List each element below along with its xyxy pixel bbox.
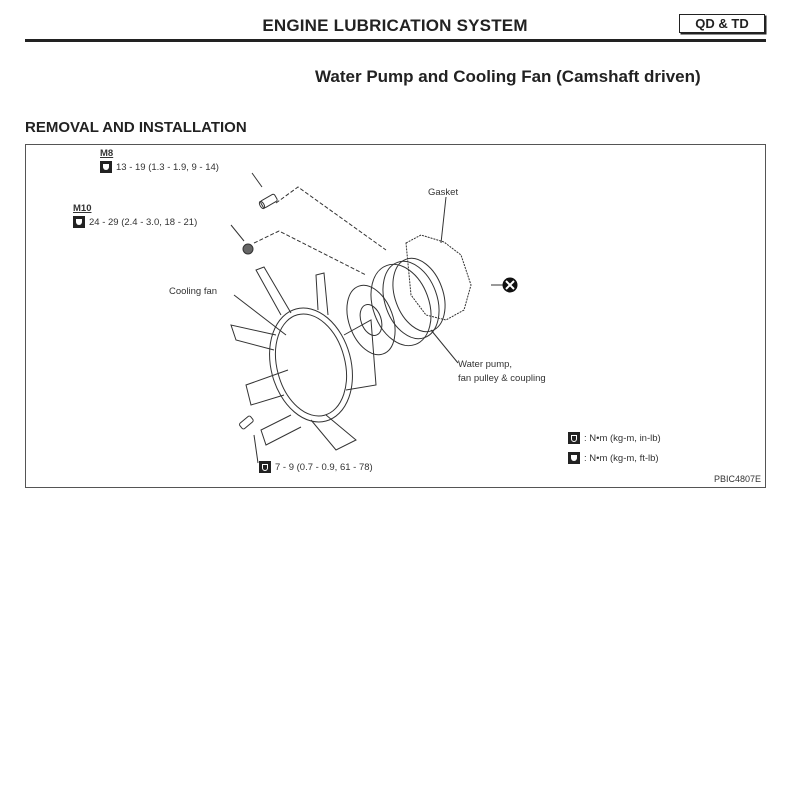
leader-m8 [251,172,263,188]
figure-frame: M8 13 - 19 (1.3 - 1.9, 9 - 14) M10 24 - … [25,144,766,488]
torque-ft-lb-icon [100,161,112,173]
legend-in-lb: : N•m (kg-m, in-lb) [584,433,661,444]
water-pump-icon [346,257,446,356]
leader-pump [430,329,459,364]
model-badge: QD & TD [679,14,765,33]
cooling-fan-icon [230,266,377,451]
cooling-fan-label: Cooling fan [169,286,218,297]
leader-m10 [230,224,245,242]
dash-m10 [253,230,367,276]
section-title: Water Pump and Cooling Fan (Camshaft dri… [315,67,701,86]
fan-bolt-icon [239,415,254,430]
bolt-m8-size: M8 [100,148,114,159]
torque-ft-lb-icon [73,216,85,228]
legend-ft-lb: : N•m (kg-m, ft-lb) [584,453,659,464]
header-rule [25,39,766,42]
bolt-m8-torque: 13 - 19 (1.3 - 1.9, 9 - 14) [116,162,219,173]
leader-fanbolt [253,434,259,464]
header-title: ENGINE LUBRICATION SYSTEM [262,16,528,35]
legend-torque-in-lb-icon [568,432,580,444]
water-pump-illustration [230,172,518,464]
fan-bolt-torque: 7 - 9 (0.7 - 0.9, 61 - 78) [275,462,373,473]
legend-torque-ft-lb-icon [568,452,580,464]
dash-m8 [275,186,387,251]
bolt-m10-torque: 24 - 29 (2.4 - 3.0, 18 - 21) [89,217,198,228]
nut-m10-icon [242,243,254,255]
figure-code: PBIC4807E [713,474,761,484]
bolt-m8-icon [258,193,278,210]
subsection-title: REMOVAL AND INSTALLATION [25,119,247,136]
do-not-reuse-icon [502,277,518,293]
torque-in-lb-icon [259,461,271,473]
leader-fan [233,294,287,336]
leader-gasket [440,196,447,244]
water-pump-label-1: Water pump, [458,359,513,370]
water-pump-label-2: fan pulley & coupling [458,373,546,384]
bolt-m10-size: M10 [73,203,92,214]
gasket-label: Gasket [428,187,459,198]
